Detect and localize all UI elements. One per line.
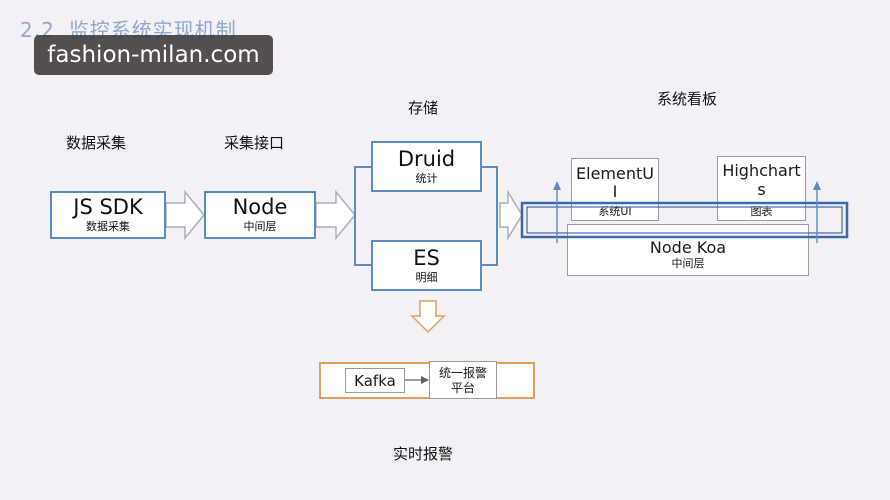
watermark-badge: fashion-milan.com	[34, 35, 273, 75]
arrow-es-to-kafka	[410, 300, 446, 334]
node-node-middle: Node 中间层	[204, 191, 316, 239]
label-realtime-alert: 实时报警	[393, 445, 454, 463]
node-highcharts: Highchart s 图表	[717, 156, 806, 221]
node-element-ui: ElementU I 系统UI	[571, 158, 659, 221]
node-alert-platform: 统一报警 平台	[429, 361, 497, 399]
up-arrow-left-head	[553, 181, 561, 190]
arrow-storage-to-dashboard	[499, 189, 523, 241]
up-arrow-right-head	[813, 181, 821, 190]
dashboard-highlight-bar-inner	[526, 206, 843, 234]
merge-from-es	[482, 215, 498, 266]
dashboard-highlight-bar	[520, 201, 849, 239]
merge-from-druid	[482, 166, 498, 215]
label-dashboard: 系统看板	[657, 90, 718, 108]
label-data-collection: 数据采集	[66, 134, 127, 152]
node-es: ES 明细	[371, 240, 482, 291]
label-collection-interface: 采集接口	[224, 134, 285, 152]
branch-to-es	[354, 215, 371, 266]
node-druid: Druid 统计	[371, 141, 482, 192]
node-js-sdk: JS SDK 数据采集	[50, 191, 166, 239]
arrow-sdk-to-node	[165, 189, 205, 241]
kafka-to-alert-head	[421, 376, 429, 384]
label-storage: 存储	[408, 99, 439, 117]
node-kafka: Kafka	[345, 368, 405, 393]
branch-to-druid	[354, 166, 371, 215]
arrow-node-to-storage	[315, 189, 356, 241]
